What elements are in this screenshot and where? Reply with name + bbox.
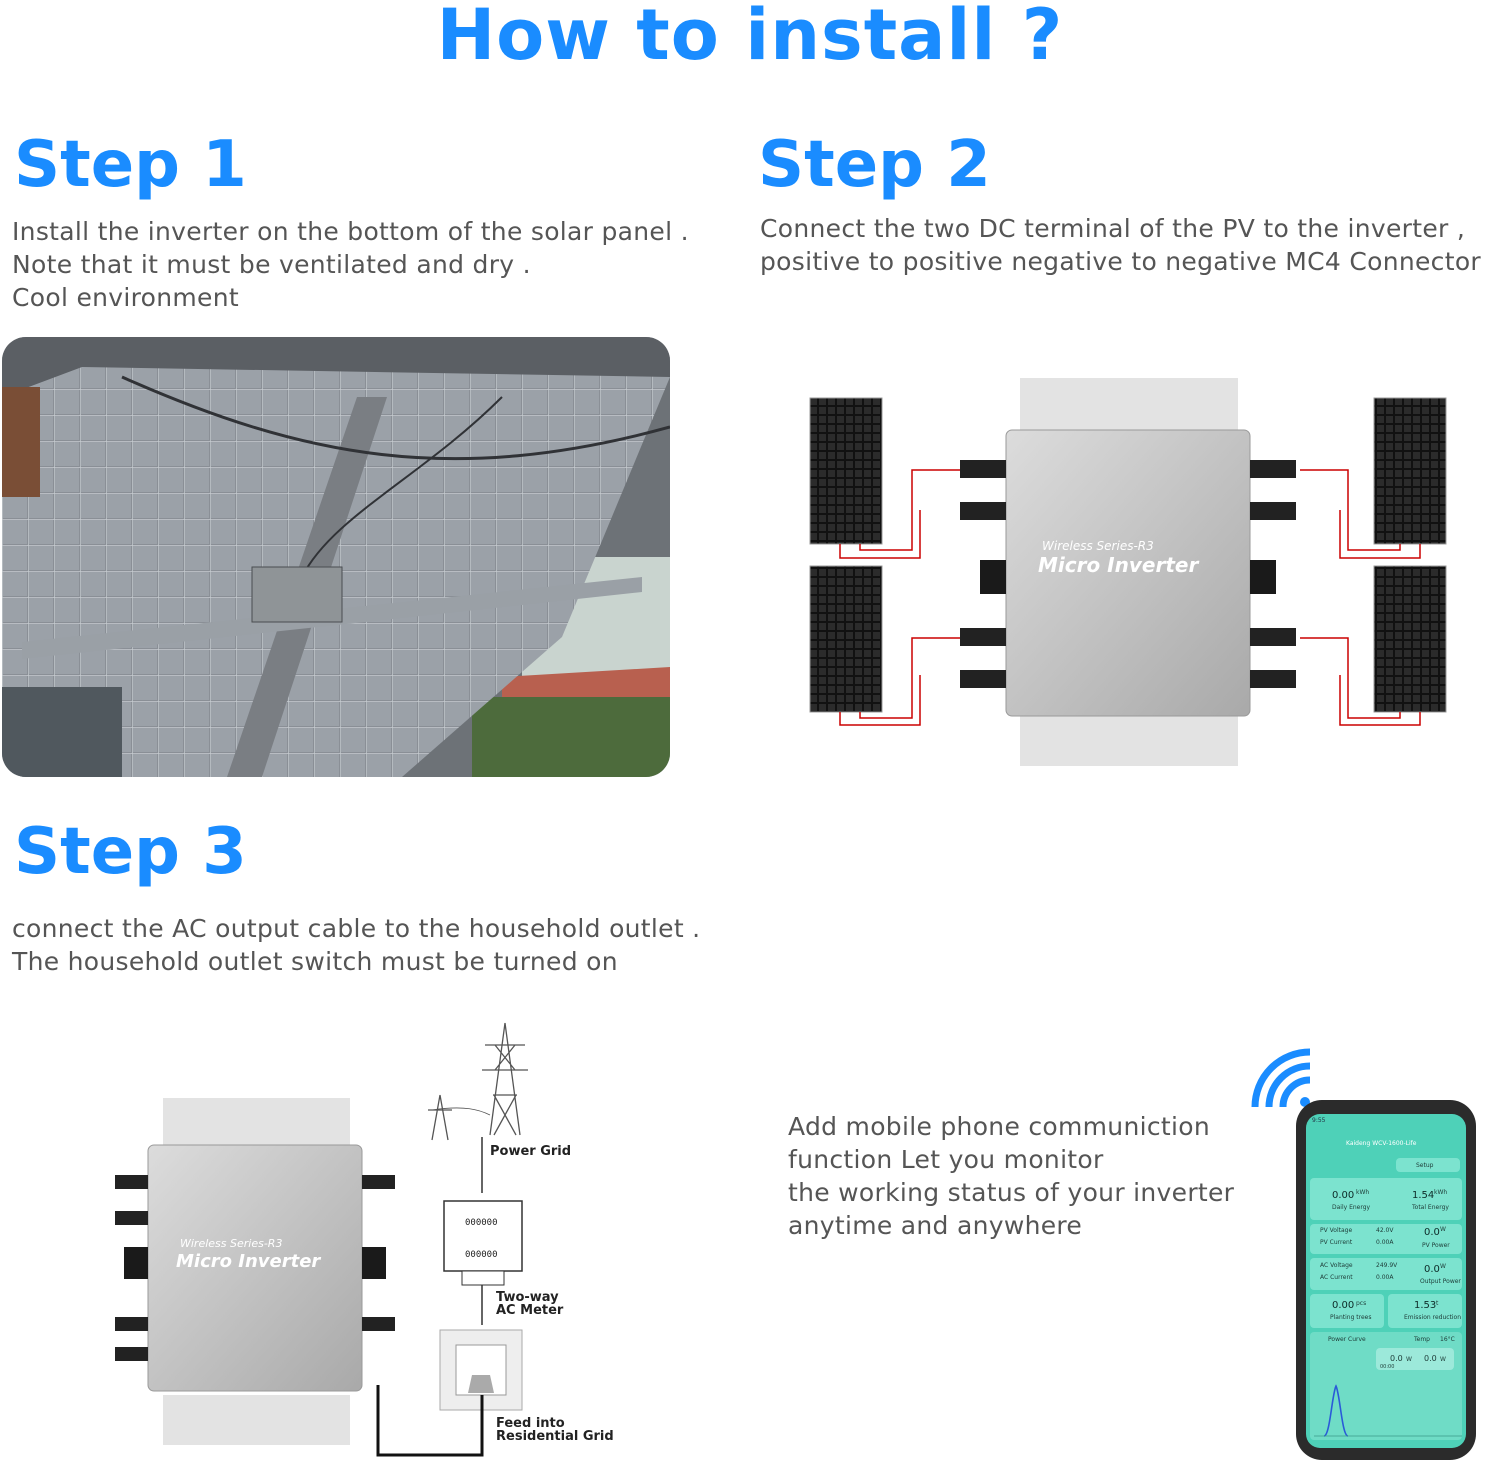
pv-current-label: PV Current <box>1320 1239 1353 1246</box>
feed-label: Feed into Residential Grid <box>496 1417 614 1443</box>
pv-power-unit: W <box>1440 1226 1446 1233</box>
power-curve-label: Power Curve <box>1328 1336 1366 1343</box>
total-energy-unit: kWh <box>1434 1189 1448 1196</box>
feed-label-line: Residential Grid <box>496 1429 614 1444</box>
output-power-unit: W <box>1440 1263 1446 1270</box>
step-3-line: The household outlet switch must be turn… <box>12 947 618 976</box>
power-curve-graph <box>1314 1384 1462 1437</box>
curve-value-1: 0.0 <box>1390 1354 1403 1363</box>
step-1-line: Install the inverter on the bottom of th… <box>12 217 689 246</box>
step-3-description: connect the AC output cable to the house… <box>12 912 700 978</box>
inverter-series-label: Wireless Series-R3 <box>1042 539 1154 553</box>
app-line: Add mobile phone communiction <box>788 1112 1210 1141</box>
ac-connection-diagram: 000000 000000 Wireless Series-R3 Micro I… <box>110 1015 630 1465</box>
emission-reduction-label: Emission reduction <box>1404 1314 1462 1321</box>
inverter-model-label: Micro Inverter <box>176 1251 321 1272</box>
ac-current-value: 0.00A <box>1376 1274 1394 1281</box>
power-tower-icon <box>428 1022 528 1141</box>
emission-reduction-value: 1.53 <box>1414 1300 1437 1311</box>
planting-trees-value: 0.00 <box>1332 1300 1355 1311</box>
wifi-icon <box>1245 1045 1315 1115</box>
pv-power-value: 0.0 <box>1424 1227 1440 1238</box>
emission-reduction-unit: t <box>1436 1300 1439 1307</box>
status-time: 9:55 <box>1312 1117 1326 1124</box>
power-grid-label: Power Grid <box>490 1144 572 1159</box>
ac-current-label: AC Current <box>1320 1274 1353 1281</box>
curve-unit-1: W <box>1406 1356 1412 1363</box>
meter-label-line: Two-way <box>496 1290 559 1305</box>
step-2-line: Connect the two DC terminal of the PV to… <box>760 214 1466 243</box>
ac-voltage-label: AC Voltage <box>1320 1262 1353 1269</box>
app-line: function Let you monitor <box>788 1145 1104 1174</box>
step-1-description: Install the inverter on the bottom of th… <box>12 215 689 314</box>
solar-panel-photo <box>2 337 670 777</box>
feed-label-line: Feed into <box>496 1416 565 1431</box>
step-2-line: positive to positive negative to negativ… <box>760 247 1481 276</box>
step-1-line: Note that it must be ventilated and dry … <box>12 250 531 279</box>
step-3-title: Step 3 <box>14 815 247 889</box>
pv-voltage-value: 42.0V <box>1376 1227 1394 1234</box>
daily-energy-value: 0.00 <box>1332 1190 1355 1201</box>
total-energy-label: Total Energy <box>1412 1204 1449 1211</box>
app-description: Add mobile phone communiction function L… <box>788 1110 1234 1242</box>
meter-digits-top: 000000 <box>465 1218 498 1228</box>
inverter-series-label: Wireless Series-R3 <box>180 1237 282 1250</box>
output-power-label: Output Power <box>1420 1278 1461 1285</box>
page-title: How to install ? <box>436 0 1064 76</box>
curve-time: 00:00 <box>1380 1364 1395 1370</box>
meter-label: Two-way AC Meter <box>496 1291 563 1317</box>
output-power-value: 0.0 <box>1424 1264 1440 1275</box>
daily-energy-label: Daily Energy <box>1332 1204 1371 1211</box>
setup-button[interactable]: Setup <box>1416 1162 1434 1169</box>
step-1-line: Cool environment <box>12 283 239 312</box>
curve-value-2: 0.0 <box>1424 1354 1437 1363</box>
meter-digits-bottom: 000000 <box>465 1250 498 1260</box>
dc-connection-diagram: Wireless Series-R3 Micro Inverter <box>800 370 1460 780</box>
temp-label: Temp <box>1414 1336 1430 1343</box>
curve-unit-2: W <box>1440 1356 1446 1363</box>
meter-label-line: AC Meter <box>496 1303 564 1318</box>
planting-trees-unit: pcs <box>1356 1300 1367 1307</box>
pv-voltage-label: PV Voltage <box>1320 1227 1353 1234</box>
step-3-line: connect the AC output cable to the house… <box>12 914 701 943</box>
app-title: Kaideng WCV-1600-Life <box>1346 1140 1417 1147</box>
step-1-title: Step 1 <box>14 128 247 202</box>
ac-voltage-value: 249.9V <box>1376 1262 1398 1269</box>
pv-power-label: PV Power <box>1422 1242 1450 1249</box>
step-2-title: Step 2 <box>758 128 991 202</box>
daily-energy-unit: kWh <box>1356 1189 1370 1196</box>
pv-current-value: 0.00A <box>1376 1239 1394 1246</box>
step-2-description: Connect the two DC terminal of the PV to… <box>760 212 1481 278</box>
ac-meter-icon <box>443 1200 523 1272</box>
app-line: anytime and anywhere <box>788 1211 1083 1240</box>
inverter-model-label: Micro Inverter <box>1038 553 1199 577</box>
app-line: the working status of your inverter <box>788 1178 1235 1207</box>
total-energy-value: 1.54 <box>1412 1190 1435 1201</box>
temp-value: 16°C <box>1440 1336 1455 1343</box>
phone-mockup: 9:55 Kaideng WCV-1600-Life Setup 0.00 kW… <box>1296 1100 1476 1460</box>
planting-trees-label: Planting trees <box>1330 1314 1372 1321</box>
app-screen: 9:55 Kaideng WCV-1600-Life Setup 0.00 kW… <box>1306 1114 1466 1448</box>
